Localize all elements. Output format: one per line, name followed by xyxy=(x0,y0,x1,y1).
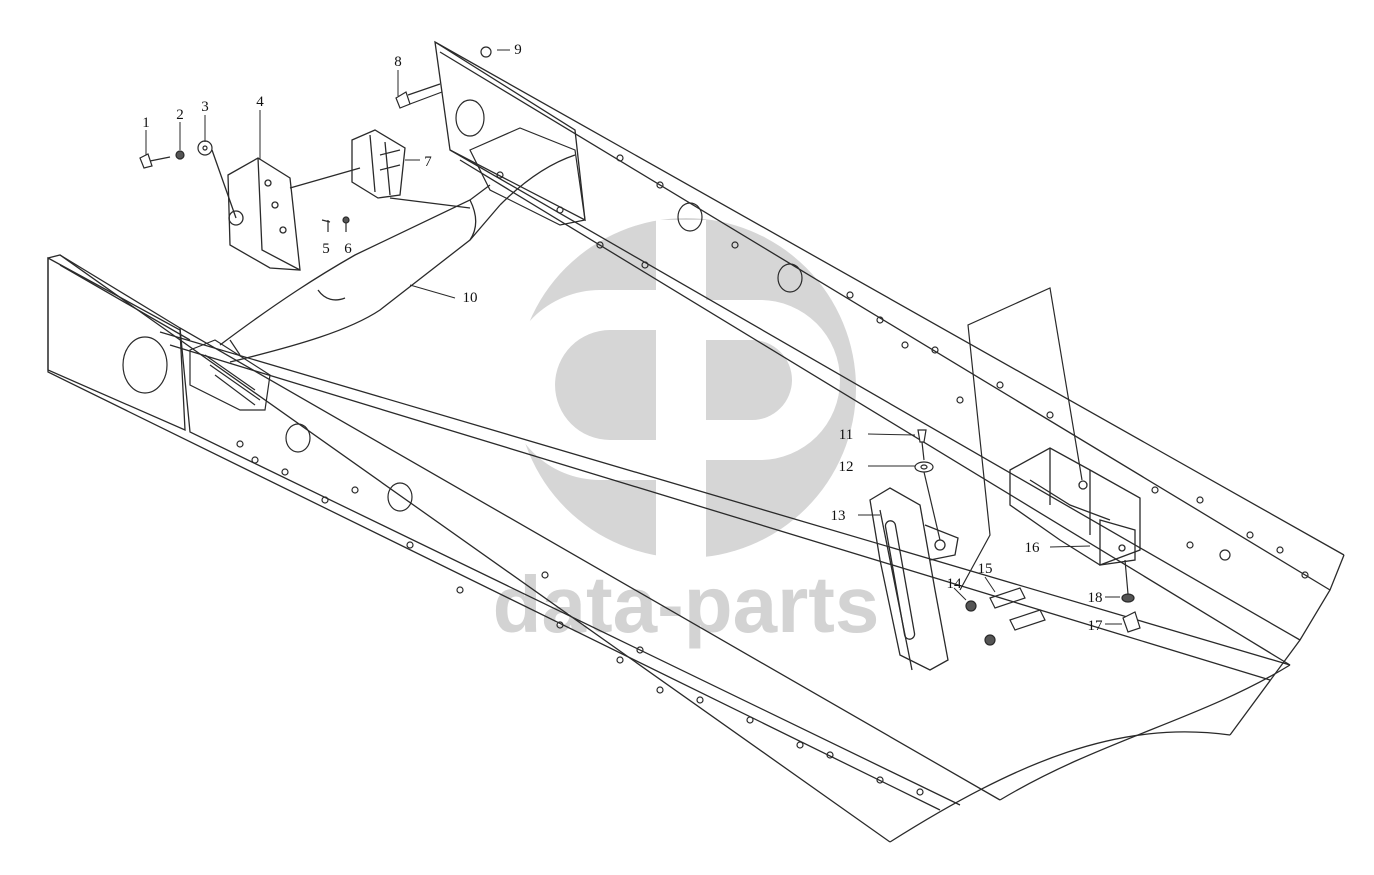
cab-mount-plate-part-13 xyxy=(869,487,959,671)
right-frame-bracket xyxy=(469,127,586,226)
callout-18: 18 xyxy=(1088,590,1103,606)
frame-holes xyxy=(122,99,1309,796)
callout-16: 16 xyxy=(1025,540,1041,556)
callout-5: 5 xyxy=(322,241,330,257)
callout-2: 2 xyxy=(176,107,184,123)
callout-1: 1 xyxy=(142,115,150,131)
watermark-logo xyxy=(505,218,856,560)
callout-7: 7 xyxy=(424,154,432,170)
engine-mount-part-7 xyxy=(289,129,471,209)
frame-rails xyxy=(47,40,1345,843)
callout-6: 6 xyxy=(344,241,352,257)
callout-11: 11 xyxy=(839,427,853,443)
callout-12: 12 xyxy=(839,459,854,475)
fasteners xyxy=(139,46,1141,646)
left-frame-bracket xyxy=(189,339,271,411)
callout-leaders xyxy=(145,49,1122,625)
callout-17: 17 xyxy=(1088,618,1104,634)
callout-4: 4 xyxy=(256,94,264,110)
mount-bracket-part-4 xyxy=(211,149,301,271)
cross-member-tube xyxy=(219,154,576,363)
callout-15: 15 xyxy=(978,561,993,577)
watermark-text: data-parts xyxy=(493,560,880,649)
callout-9: 9 xyxy=(514,42,522,58)
callout-labels: 1 2 3 4 5 6 7 8 9 10 11 12 13 14 15 16 1… xyxy=(142,42,1103,634)
callout-3: 3 xyxy=(201,99,209,115)
callout-10: 10 xyxy=(463,290,478,306)
callout-8: 8 xyxy=(394,54,402,70)
callout-13: 13 xyxy=(831,508,846,524)
mount-box-part-16 xyxy=(1009,447,1141,566)
callout-14: 14 xyxy=(947,576,963,592)
